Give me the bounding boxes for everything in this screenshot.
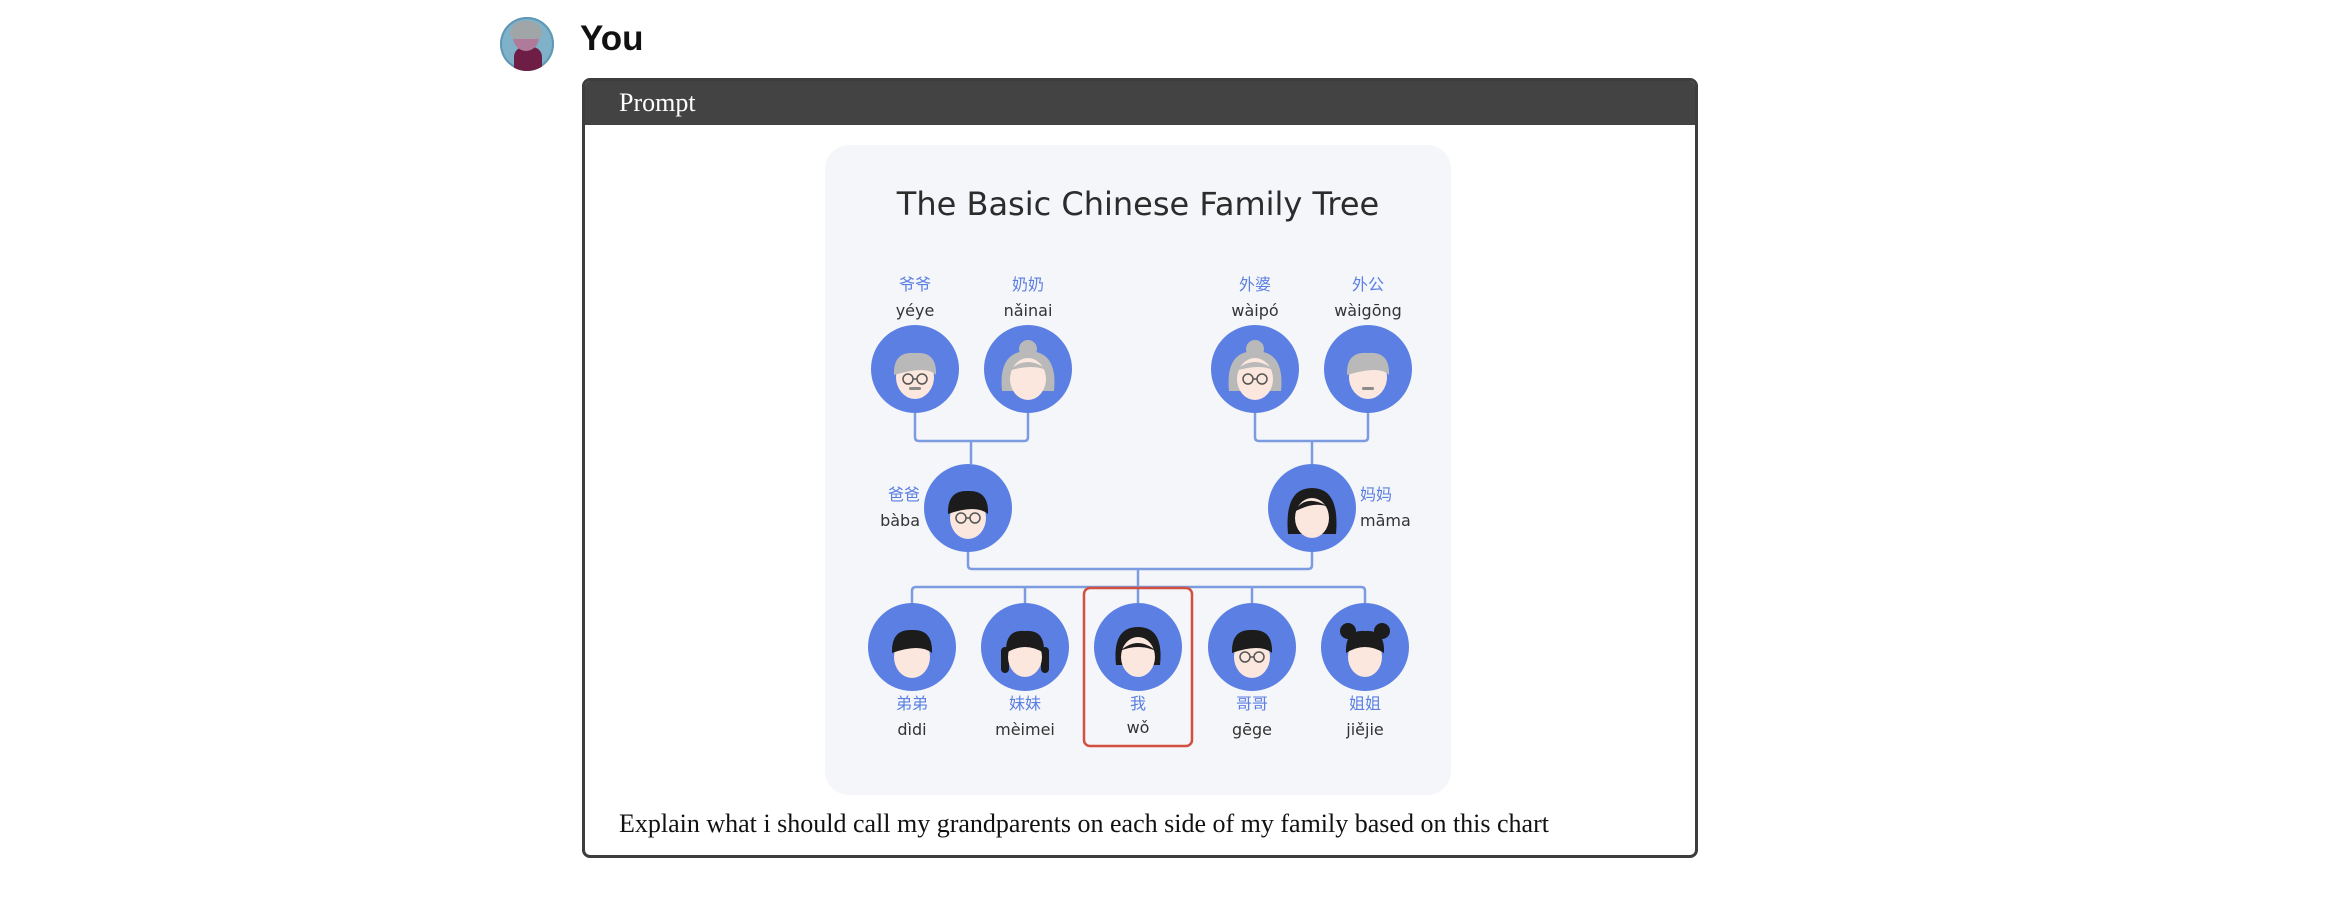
member-didi: 弟弟 dìdi bbox=[868, 603, 956, 739]
member-mama: 妈妈 māma bbox=[1268, 464, 1411, 552]
boy-face-icon bbox=[1231, 629, 1273, 678]
pinyin-label: wàipó bbox=[1231, 301, 1278, 320]
family-tree-diagram: 爷爷 yéye 奶奶 nǎinai 外婆 wàipó 外公 wàigōng 爸爸 bàba 妈妈 mā… bbox=[868, 275, 1412, 748]
member-wo: 我 wǒ bbox=[1094, 603, 1182, 737]
pinyin-label: māma bbox=[1360, 511, 1411, 530]
grandpa-face-icon bbox=[893, 352, 937, 399]
pinyin-label: bàba bbox=[880, 511, 920, 530]
family-tree-image: The Basic Chinese Family Tree 爷爷 yéye 奶奶 nǎ… bbox=[825, 145, 1451, 795]
pinyin-label: wǒ bbox=[1127, 718, 1150, 737]
message-author: You bbox=[500, 17, 644, 71]
chinese-label: 弟弟 bbox=[896, 694, 928, 713]
prompt-text: Explain what i should call my grandparen… bbox=[619, 809, 1549, 838]
me-highlight-box bbox=[1082, 586, 1194, 748]
chinese-label: 姐姐 bbox=[1349, 694, 1381, 713]
pinyin-label: wàigōng bbox=[1334, 301, 1402, 320]
chinese-label: 我 bbox=[1130, 694, 1146, 713]
chinese-label: 妈妈 bbox=[1360, 485, 1392, 504]
prompt-card: Prompt The Basic Chinese Family Tree 爷爷 y… bbox=[582, 78, 1698, 858]
member-waigong: 外公 wàigōng bbox=[1324, 275, 1412, 413]
girl-face-icon bbox=[1340, 623, 1390, 677]
user-name: You bbox=[580, 19, 644, 58]
member-yeye: 爷爷 yéye bbox=[871, 275, 959, 413]
pinyin-label: gēge bbox=[1232, 720, 1272, 739]
me-face-icon bbox=[1115, 627, 1161, 677]
pinyin-label: dìdi bbox=[897, 720, 926, 739]
member-nainai: 奶奶 nǎinai bbox=[984, 275, 1072, 413]
chinese-label: 奶奶 bbox=[1012, 275, 1044, 294]
member-baba: 爸爸 bàba bbox=[880, 464, 1012, 552]
grandpa-face-icon bbox=[1346, 352, 1390, 399]
girl-face-icon bbox=[1001, 630, 1049, 677]
pinyin-label: jiějie bbox=[1345, 720, 1383, 739]
dad-face-icon bbox=[947, 490, 989, 539]
grandma-face-icon bbox=[1228, 340, 1282, 400]
mom-face-icon bbox=[1287, 488, 1337, 538]
pinyin-label: mèimei bbox=[995, 720, 1055, 739]
boy-face-icon bbox=[891, 629, 933, 678]
pinyin-label: yéye bbox=[896, 301, 935, 320]
member-jiejie: 姐姐 jiějie bbox=[1321, 603, 1409, 739]
grandma-face-icon bbox=[1001, 340, 1055, 400]
chinese-label: 哥哥 bbox=[1236, 694, 1268, 713]
pinyin-label: nǎinai bbox=[1004, 301, 1053, 320]
avatar bbox=[500, 17, 554, 71]
member-gege: 哥哥 gēge bbox=[1208, 603, 1296, 739]
member-waipo: 外婆 wàipó bbox=[1211, 275, 1299, 413]
chinese-label: 妹妹 bbox=[1009, 694, 1041, 713]
chinese-label: 外公 bbox=[1352, 275, 1384, 294]
chinese-label: 外婆 bbox=[1239, 275, 1271, 294]
chinese-label: 爸爸 bbox=[888, 485, 920, 504]
chinese-label: 爷爷 bbox=[899, 275, 931, 294]
member-meimei: 妹妹 mèimei bbox=[981, 603, 1069, 739]
prompt-header: Prompt bbox=[585, 81, 1695, 125]
chart-title: The Basic Chinese Family Tree bbox=[896, 185, 1380, 223]
